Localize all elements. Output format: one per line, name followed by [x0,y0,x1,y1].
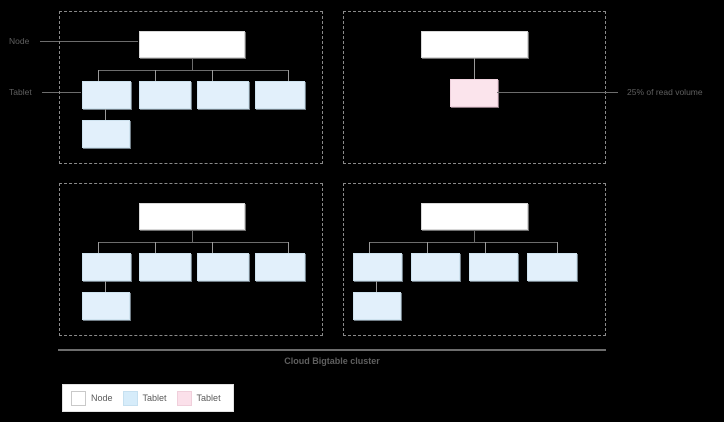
legend-item-node: Node [71,390,113,406]
tablet-swatch-icon [122,390,138,406]
tablet-bus-3 [98,242,288,243]
node-group-2 [343,11,606,164]
tablet-box-4-4[interactable] [527,253,577,281]
node-group-3 [59,183,323,336]
tablet-drop-1-1 [98,70,99,81]
tablet-drop-1-3 [212,70,213,81]
tablet-drop-4-1 [369,242,370,253]
tablet-box-3-1[interactable] [82,253,131,281]
tablet-stack-drop-1 [105,109,106,120]
tablet-box-4-3[interactable] [469,253,518,281]
tablet-box-1-3[interactable] [197,81,249,109]
tablet-box-3-4[interactable] [255,253,305,281]
legend-label-node: Node [91,392,113,403]
legend: Node Tablet Tablet [62,384,234,412]
tablet-box-1-2[interactable] [139,81,191,109]
hot-tablet-swatch-icon [176,390,192,406]
tablet-box-1-4[interactable] [255,81,305,109]
node-trunk-1 [192,58,193,70]
node-box-4[interactable] [421,203,528,230]
tablet-stack-drop-4 [376,281,377,292]
tablet-drop-3-3 [212,242,213,253]
node-box-1[interactable] [139,31,245,58]
tablet-drop-4-3 [485,242,486,253]
hot-tablet-box-2[interactable] [450,79,498,107]
node-leader-line [40,41,138,42]
node-box-2[interactable] [421,31,528,58]
cluster-caption: Cloud Bigtable cluster [284,356,380,366]
tablet-drop-4-2 [427,242,428,253]
tablet-drop-1-4 [288,70,289,81]
node-swatch-icon [71,390,86,406]
cluster-rule [58,349,606,351]
tablet-box-1-1[interactable] [82,81,131,109]
tablet-box-3-5[interactable] [82,292,130,320]
tablet-drop-1-2 [155,70,156,81]
legend-item-tablet: Tablet [122,390,167,406]
legend-item-hot-tablet: Tablet [176,390,221,406]
tablet-box-3-2[interactable] [139,253,191,281]
tablet-bus-1 [98,70,288,71]
tablet-stack-drop-3 [105,281,106,292]
legend-label-hot-tablet: Tablet [196,392,221,403]
tablet-box-3-3[interactable] [197,253,249,281]
tablet-box-4-1[interactable] [353,253,402,281]
hot-tablet-leader-line [497,92,618,93]
tablet-leader-line [42,92,81,93]
tablet-drop-4-4 [557,242,558,253]
node-trunk-2 [474,58,475,79]
tablet-drop-3-2 [155,242,156,253]
tablet-bus-4 [369,242,557,243]
tablet-box-4-5[interactable] [353,292,401,320]
legend-label-tablet: Tablet [142,392,167,403]
node-group-1 [59,11,323,164]
hot-tablet-callout: 25% of read volume [627,87,703,97]
tablet-box-1-5[interactable] [82,120,130,148]
tablet-drop-3-4 [288,242,289,253]
tablet-drop-3-1 [98,242,99,253]
node-box-3[interactable] [139,203,245,230]
side-label-node: Node [9,36,30,46]
node-trunk-4 [474,230,475,242]
tablet-box-4-2[interactable] [411,253,460,281]
node-trunk-3 [192,230,193,242]
node-group-4 [343,183,606,336]
side-label-tablet: Tablet [9,87,32,97]
